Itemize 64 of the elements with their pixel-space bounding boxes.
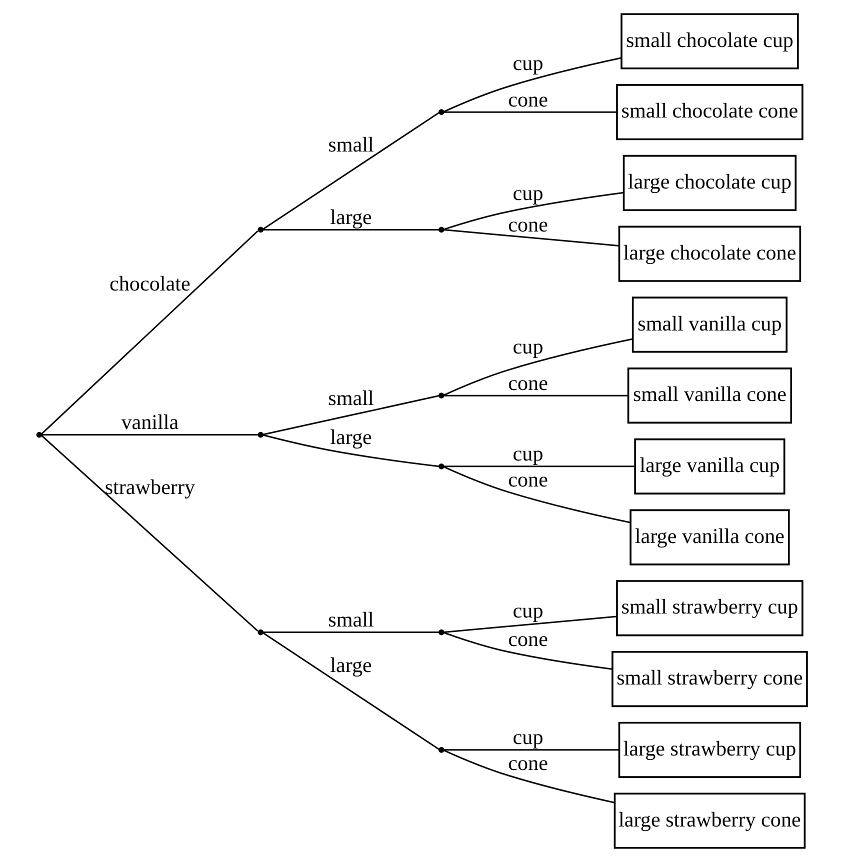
node-box: small chocolate cup (620, 13, 799, 70)
edge-label: small (328, 132, 374, 157)
node-point (258, 432, 264, 438)
node-box: small strawberry cone (612, 650, 808, 708)
node-point (438, 392, 444, 398)
edge-label: large (330, 652, 372, 677)
node-point (258, 629, 264, 636)
node-box: large chocolate cup (622, 154, 797, 212)
connector (444, 466, 630, 524)
edge-label: cone (508, 87, 548, 112)
connector (444, 616, 617, 633)
node-box: small vanilla cone (627, 368, 792, 424)
edge-label: cup (512, 598, 544, 623)
connector (444, 192, 624, 230)
node-point (438, 464, 444, 470)
edge-label: cup (512, 51, 544, 76)
connector (262, 112, 440, 230)
connector (263, 632, 439, 634)
edge-label: large (330, 204, 372, 229)
connector (40, 434, 258, 632)
edge-label: cone (508, 627, 548, 652)
connector (444, 111, 617, 113)
node-box: large vanilla cone (630, 509, 790, 566)
connector (42, 434, 258, 436)
connector (444, 338, 633, 396)
node-point (258, 226, 264, 233)
node-box: large vanilla cup (634, 438, 786, 494)
connector (262, 632, 440, 750)
edge-label: cup (512, 334, 544, 359)
edge-label: chocolate (110, 271, 190, 296)
node-point (438, 109, 444, 116)
connector (444, 394, 628, 396)
connector (444, 466, 635, 468)
node-box: large strawberry cone (614, 792, 806, 849)
edge-label: cone (508, 212, 548, 237)
connector (263, 395, 440, 436)
node-box: large chocolate cone (618, 226, 802, 282)
node-point (438, 226, 444, 233)
node-box: small strawberry cup (616, 580, 804, 636)
node-point (438, 746, 444, 753)
connector (444, 57, 622, 112)
node-point (438, 629, 444, 636)
edge-label: cup (512, 725, 544, 750)
connector (444, 750, 615, 804)
edge-label: cup (512, 442, 544, 466)
edge-label: strawberry (104, 474, 196, 499)
connector (444, 749, 619, 751)
edge-label: cone (508, 467, 548, 492)
connector (444, 632, 612, 670)
edge-label: cup (512, 180, 544, 205)
node-box: small vanilla cup (632, 296, 788, 353)
node-point (36, 432, 42, 438)
edge-label: small (328, 608, 374, 632)
edge-label: cone (508, 370, 548, 395)
connector (263, 228, 439, 230)
node-box: small chocolate cone (616, 84, 804, 140)
connector (40, 230, 258, 435)
edge-label: small (328, 386, 374, 410)
connector (262, 434, 440, 468)
edge-label: large (330, 425, 372, 450)
node-box: large strawberry cup (618, 722, 802, 778)
edge-label: cone (508, 750, 548, 775)
edge-label: vanilla (121, 410, 179, 434)
connector (444, 229, 619, 246)
